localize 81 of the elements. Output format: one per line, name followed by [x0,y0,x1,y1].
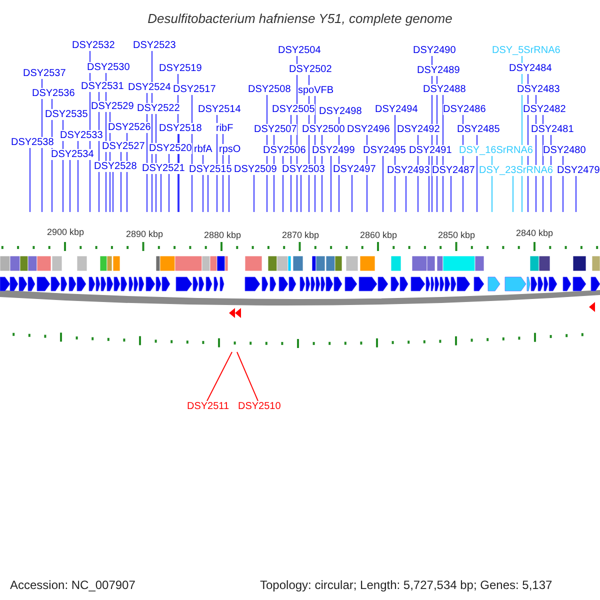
gene-label: DSY2518 [159,123,202,134]
gene-label: DSY2490 [413,45,456,56]
gene-label: DSY2508 [248,84,291,95]
gene-label: DSY2495 [363,145,406,156]
scale-label: 2890 kbp [126,229,164,239]
gene-label: DSY2493 [387,165,430,176]
scale-label: 2900 kbp [47,227,84,237]
gene-label: DSY2529 [91,101,134,112]
gene-label: DSY2528 [94,161,137,172]
gene-label: DSY2484 [509,63,552,74]
leader-line [160,174,162,212]
gene-label: DSY2526 [108,122,151,133]
gene-label: DSY2530 [87,62,130,73]
gene-label: DSY2517 [173,84,216,95]
leader-line [382,156,384,212]
gene-label: DSY2533 [60,130,103,141]
gene-label: rbfA [194,144,212,155]
gene-label: DSY2538 [11,137,54,148]
gene-label: DSY2506 [263,145,306,156]
leader-line [300,174,302,212]
leader-line [330,156,332,212]
gene-label: DSY2487 [432,165,475,176]
leader-line [512,176,514,212]
gene-label: DSY2511 [187,401,230,412]
leader-line [206,352,232,402]
scale-label: 2880 kbp [204,230,242,240]
gene-label: DSY2514 [198,104,241,115]
gene-label: ribF [216,123,234,134]
footer-text: Topology: circular; Length: 5,727,534 bp; Genes: 5,137 [260,577,552,594]
gene-label: DSY2482 [523,104,566,115]
gene-label: rpsO [219,144,241,155]
gene-label: DSY2515 [189,164,232,175]
gene-label: DSY2504 [278,45,321,56]
gene-label: DSY2486 [443,104,486,115]
gene-label: spoVFB [298,85,334,96]
gene-label: DSY2519 [159,63,202,74]
gene-label: DSY2480 [543,145,586,156]
leader-line [112,172,114,212]
gene-label: DSY2488 [423,84,466,95]
scale-label: 2850 kbp [438,230,476,240]
footer-text: Accession: NC_007907 [10,577,136,594]
gene-label: DSY2534 [51,149,94,160]
gene-label: DSY2532 [72,40,115,51]
gene-label: DSY2505 [272,104,315,115]
gene-label: DSY2536 [32,88,75,99]
gene-label: DSY2509 [234,164,277,175]
gene-label: DSY2498 [319,106,362,117]
gene-label: DSY2522 [137,103,180,114]
gene-label: DSY2499 [312,145,355,156]
gene-label: DSY2521 [142,163,185,174]
gene-label: DSY2489 [417,65,460,76]
gene-label: DSY_23SrRNA6 [479,165,553,176]
gene-label: DSY2520 [149,143,192,154]
gene-label: DSY2494 [375,104,418,115]
gene-label: DSY2485 [457,124,500,135]
gene-label: DSY2496 [347,124,390,135]
gene-label: DSY2497 [333,164,376,175]
scale-label: 2840 kbp [516,228,554,238]
gene-label: DSY2503 [282,164,325,175]
gene-label: DSY2535 [45,109,88,120]
gene-label: DSY2527 [102,141,145,152]
gene-label: DSY2492 [397,124,440,135]
leader-line [450,176,452,212]
scale-label: 2860 kbp [360,230,398,240]
gene-label: DSY2531 [81,81,124,92]
gene-label: DSY2510 [238,401,281,412]
gene-label: DSY2481 [531,124,574,135]
gene-label: DSY2479 [557,165,600,176]
gene-label: DSY2500 [302,124,345,135]
gene-label: DSY2523 [133,40,176,51]
title: Desulfitobacterium hafniense Y51, complete genome [146,10,454,28]
gene-label: DSY2502 [289,64,332,75]
gene-label: DSY_5SrRNA6 [492,45,560,56]
gene-label: DSY2483 [517,84,560,95]
gene-label: DSY2491 [409,145,452,156]
leader-line [236,352,258,402]
scale-label: 2870 kbp [282,230,320,240]
gene-label: DSY_16SrRNA6 [459,145,533,156]
gene-label: DSY2524 [128,82,171,93]
gene-label: DSY2537 [23,68,66,79]
gene-label: DSY2507 [254,124,297,135]
